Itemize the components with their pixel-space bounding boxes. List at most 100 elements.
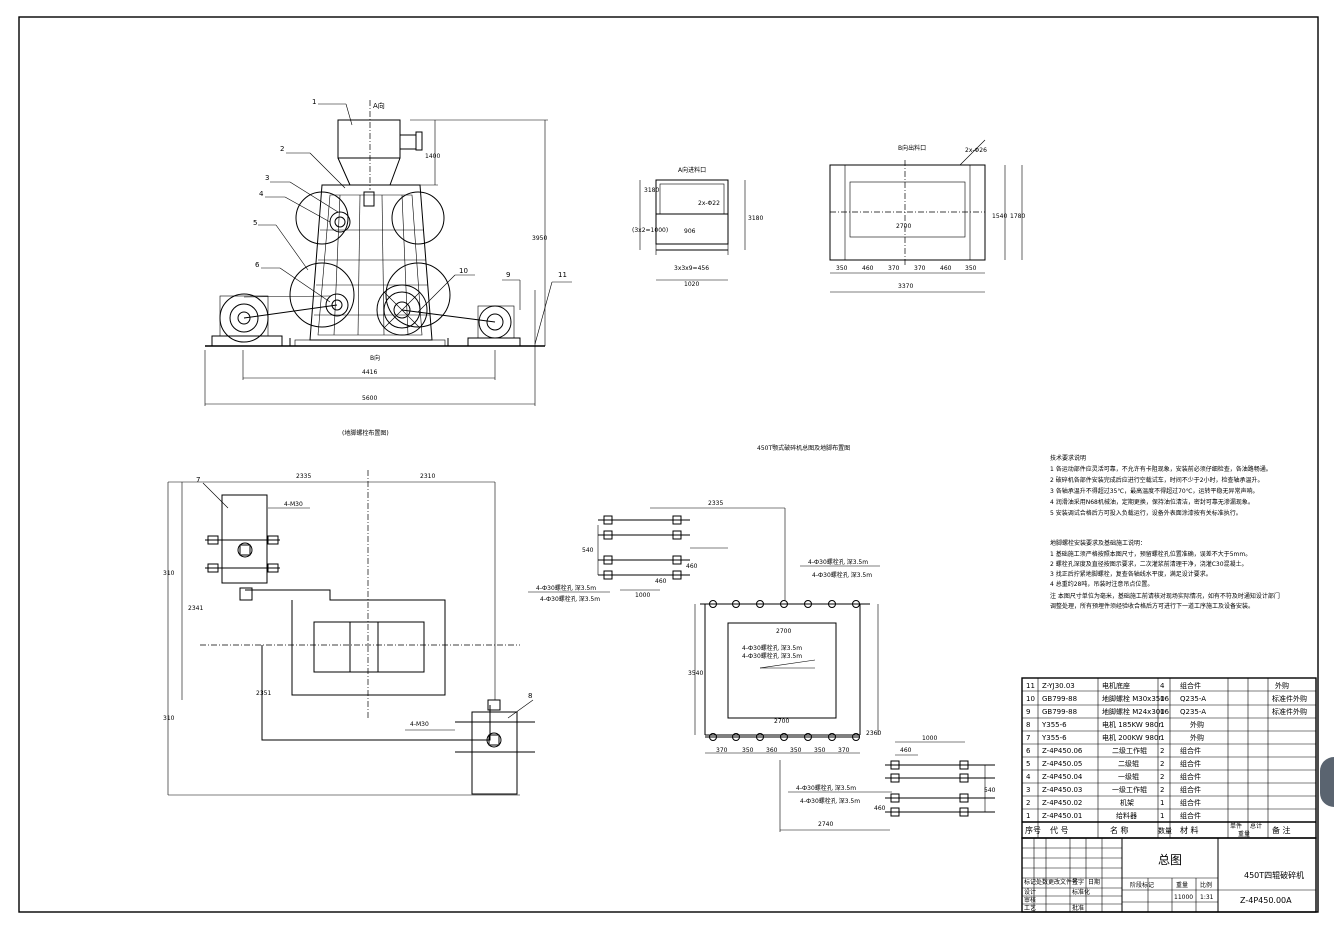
callout-5: 5	[253, 219, 257, 227]
bom-r11-qty: 1	[1160, 812, 1164, 820]
bom-r10-qty: 1	[1160, 799, 1164, 807]
fnd-pitch-3: 360	[766, 747, 778, 754]
bom-r3-qty: 16	[1160, 708, 1169, 716]
bom-h-name: 名 称	[1110, 825, 1129, 835]
bom-h-weight: 重量	[1238, 830, 1250, 838]
dim-a-dia: 2x-Φ22	[698, 200, 720, 207]
plan-dim-left-b: 2341	[188, 605, 203, 612]
scroll-handle[interactable]	[1320, 757, 1334, 807]
bom-r10-mat: 组合件	[1180, 798, 1201, 807]
fnd-note-b: 4-Ф30螺栓孔 深3.5m	[742, 652, 802, 660]
bom-h-total: 总计	[1250, 822, 1262, 830]
tb-drawing-name: 总图	[1158, 853, 1182, 867]
callout-4: 4	[259, 190, 264, 198]
dim-a-left-top: 3180	[644, 187, 659, 194]
bom-r6-qty: 2	[1160, 747, 1164, 755]
drawing-border	[18, 16, 1319, 913]
fnd-inner-label: 2700	[776, 628, 791, 635]
bom-r5-no: 7	[1026, 734, 1030, 742]
main-elevation-view: A向	[204, 98, 572, 406]
tech-line-10: 3 找正后拧紧地脚螺栓，复查各轴线水平度，满足设计要求。	[1050, 570, 1212, 578]
fnd-bolt-label-2b: 4-Ф30螺栓孔 深3.5m	[812, 571, 872, 579]
view-label-a: A向	[373, 101, 385, 110]
plan-dim-left-c: 310	[163, 715, 175, 722]
plan-callout-8: 8	[528, 692, 532, 700]
callout-9: 9	[506, 271, 510, 279]
bom-r6-code: Z-4P450.06	[1042, 747, 1083, 755]
fnd-dim-h2: 2360	[866, 730, 881, 737]
plan-dim-left-a: 310	[163, 570, 175, 577]
bom-r1-no: 11	[1026, 682, 1035, 690]
tech-line-1: 1 各运动部件应灵活可靠，不允许有卡阻现象，安装前必须仔细检查，各油路畅通。	[1050, 465, 1272, 473]
fnd-pitch-4: 350	[790, 747, 802, 754]
bom-r4-mat: 外购	[1190, 720, 1204, 729]
plan-dim-top-b: 2310	[420, 473, 435, 480]
tech-requirements: 技术要求说明 1 各运动部件应灵活可靠，不允许有卡阻现象，安装前必须仔细检查，各…	[1050, 454, 1280, 610]
tb-weight: 11000	[1174, 894, 1193, 901]
fnd-dim-h1: 540	[582, 547, 594, 554]
bom-r1-remark: 外购	[1275, 681, 1289, 690]
bom-h-no: 序号	[1025, 825, 1041, 835]
bom-r8-code: Z-4P450.04	[1042, 773, 1083, 781]
bom-r6-mat: 组合件	[1180, 746, 1201, 755]
bom-r3-code: GB799-88	[1042, 708, 1077, 716]
tb-label-count: 处数	[1036, 878, 1048, 886]
bom-r9-mat: 组合件	[1180, 785, 1201, 794]
tb-weight-label: 重量	[1176, 881, 1188, 889]
tb-label-date: 日期	[1088, 878, 1100, 886]
tech-line-11: 4 总重约28吨，吊装时注意吊点位置。	[1050, 580, 1153, 588]
dim-base-width: 4416	[362, 369, 377, 376]
pitch-b-5: 460	[940, 265, 952, 272]
tech-line-13: 注 本图尺寸单位为毫米，基础施工前请核对现场实际情况，如有不符及时通知设计部门	[1050, 592, 1280, 600]
callout-1: 1	[312, 98, 316, 106]
bom-r10-code: Z-4P450.02	[1042, 799, 1082, 807]
plan-dim-top-a: 2335	[296, 473, 311, 480]
tb-label-design: 设计	[1024, 888, 1036, 896]
fnd-pitch-1: 370	[716, 747, 728, 754]
tech-line-4: 4 润滑油采用N68机械油，定期更换，保持油位清洁，密封可靠无渗漏现象。	[1050, 498, 1254, 506]
tech-line-3: 3 各轴承温升不得超过35℃，最高温度不得超过70℃，运转平稳无异常声响。	[1050, 487, 1258, 495]
callout-3: 3	[265, 174, 269, 182]
bom-r5-mat: 外购	[1190, 733, 1204, 742]
bom-r7-qty: 2	[1160, 760, 1164, 768]
tb-stage-mark: 阶段标记	[1130, 881, 1154, 889]
fnd-pitch-2: 350	[742, 747, 754, 754]
tb-label-mark: 标记	[1024, 878, 1036, 886]
bom-r7-no: 5	[1026, 760, 1030, 768]
inlet-b-title: B向出料口	[898, 144, 926, 152]
foundation-view: 2335 540 1000 460 460 4-Ф30螺栓孔 深3.5m 4-Ф…	[528, 500, 996, 832]
dim-b-inner: 2700	[896, 223, 911, 230]
bom-r4-code: Y355-6	[1041, 721, 1067, 729]
left-plan-caption: (地脚螺栓布置图)	[342, 429, 389, 437]
title-block: 总图 450T四辊破碎机 Z-4P450.00A 标记 处数 更改文件号 签字 …	[1021, 837, 1317, 913]
tb-scale: 1:31	[1200, 894, 1214, 901]
bom-r2-qty: 16	[1160, 695, 1169, 703]
dim-height: 3950	[532, 235, 547, 242]
bom-h-unit: 单件	[1230, 822, 1242, 830]
bom-h-remark: 备 注	[1272, 825, 1291, 835]
fnd-bolt-label-3b: 4-Ф30螺栓孔 深3.5m	[800, 797, 860, 805]
fnd-dim-w2: 460	[655, 578, 667, 585]
fnd-dim-bottom: 2740	[818, 821, 833, 828]
callout-11: 11	[558, 271, 567, 279]
bom-r6-name: 二级工作辊	[1112, 746, 1147, 755]
fnd-bolt-label-1b: 4-Ф30螺栓孔 深3.5m	[540, 595, 600, 603]
bom-r9-qty: 2	[1160, 786, 1164, 794]
bom-r1-mat: 组合件	[1180, 681, 1201, 690]
drawing-title: 450T颚式破碎机总图及地脚布置图	[757, 444, 850, 452]
fnd-pitch-6: 370	[838, 747, 850, 754]
pitch-b-6: 350	[965, 265, 977, 272]
bom-r7-mat: 组合件	[1180, 759, 1201, 768]
bom-r8-name: 一级辊	[1118, 772, 1139, 781]
bom-r10-no: 2	[1026, 799, 1030, 807]
fnd-inner-dim: 2700	[774, 718, 789, 725]
bom-r4-qty: 1	[1160, 721, 1164, 729]
tb-scale-label: 比例	[1200, 881, 1212, 889]
bom-h-mat: 材 料	[1180, 825, 1199, 835]
bom-r2-code: GB799-88	[1042, 695, 1077, 703]
callout-2: 2	[280, 145, 284, 153]
fnd-pitch-5: 350	[814, 747, 826, 754]
bom-r8-no: 4	[1026, 773, 1031, 781]
bom-r8-mat: 组合件	[1180, 772, 1201, 781]
callout-10: 10	[459, 267, 468, 275]
